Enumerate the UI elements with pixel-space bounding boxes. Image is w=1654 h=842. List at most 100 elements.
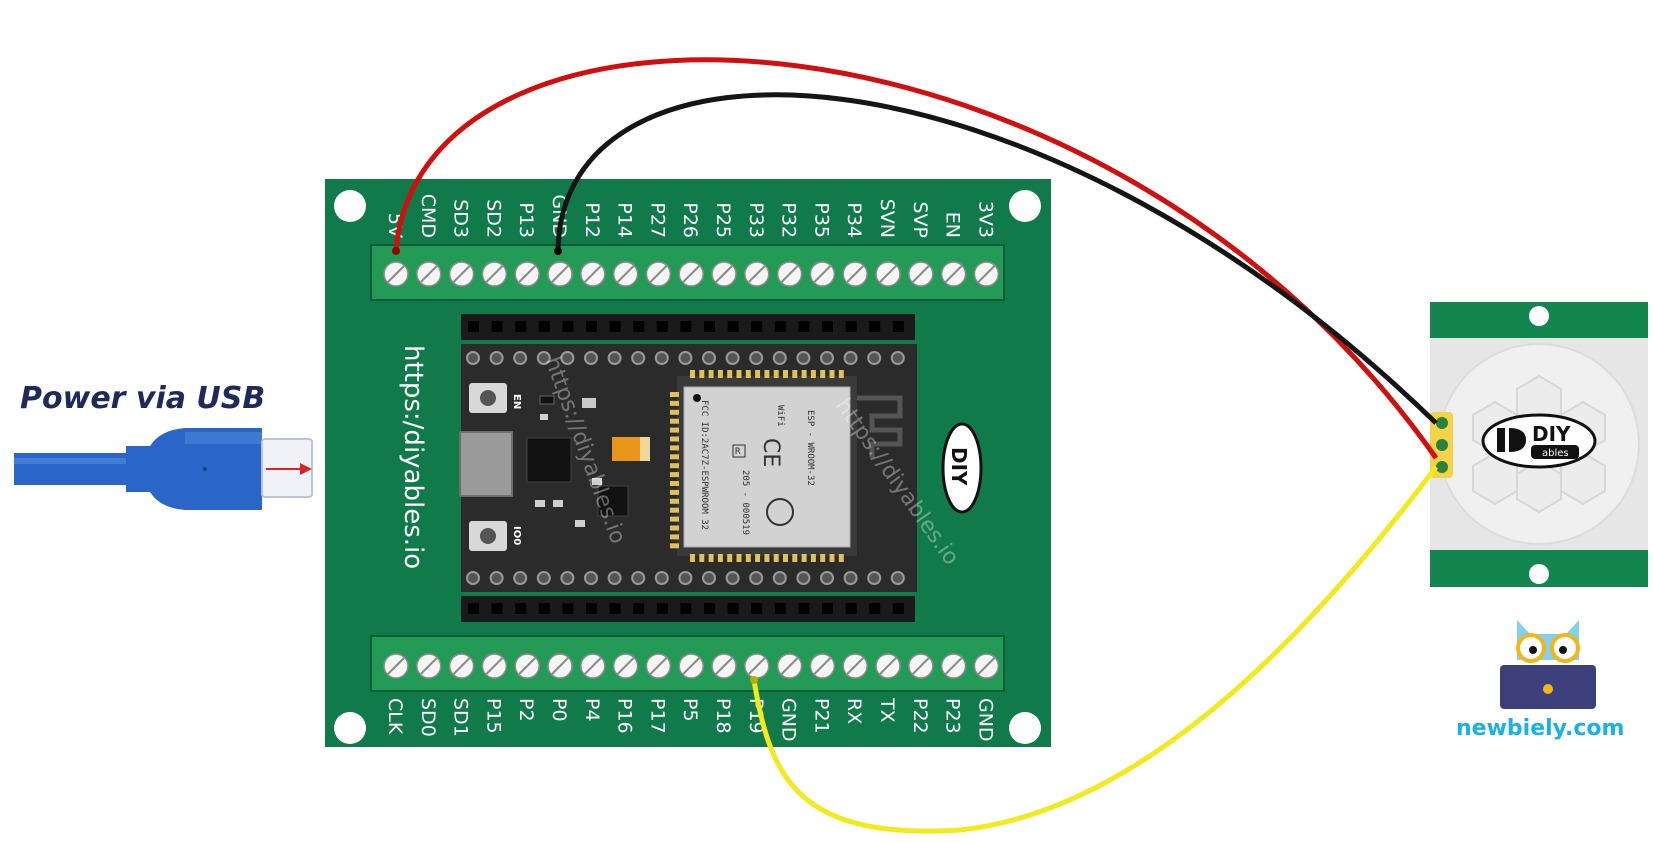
header-hole [538,603,550,614]
terminal-screw [744,261,770,287]
module-shield [683,386,851,548]
module-pin [489,571,504,585]
pin-label: SD3 [450,199,472,238]
module-r-mark: R [735,447,741,457]
header-hole [704,321,715,332]
terminal-screw [711,261,737,287]
gnd-wire [555,92,1438,425]
pcb-antenna [857,395,903,458]
module-pin [772,571,787,585]
pin-label: CLK [384,698,406,735]
module-pin [631,351,646,365]
terminal-screw [875,261,901,287]
header-hole [515,321,527,332]
header-hole [633,603,645,614]
module-code: 205 - 000519 [740,470,750,535]
module-pin [607,351,622,365]
pin-label: P21 [810,698,832,734]
pin-label: 3V3 [974,201,996,238]
module-pin [654,571,669,585]
module-pin [513,351,528,365]
module-pin [867,571,882,585]
vcc-wire [393,57,1439,460]
terminal-screw [481,261,508,287]
module-pin [678,351,693,365]
usb-cable [14,428,313,510]
header-hole [822,321,833,332]
header-hole [727,321,739,332]
header-hole [515,603,527,614]
header-hole [892,321,904,332]
header-hole [869,321,881,332]
pin-label: EN [942,212,964,238]
terminal-screw [875,653,901,679]
pin-label: P2 [515,698,537,722]
header-hole [586,603,597,614]
module-pin [843,571,858,585]
header-hole [656,321,668,332]
module-pin [584,571,598,585]
terminal-screw [448,653,475,679]
header-hole [680,321,692,332]
module-pin [513,571,528,585]
module-fcc: FCC ID:2AC7Z-ESPWROOM 32 [699,400,709,530]
module-pin [749,571,764,585]
terminal-screw [383,653,409,679]
io0-button-label: IO0 [511,526,522,545]
header-hole [751,321,763,332]
terminal-screw [448,261,475,287]
module-pin [725,351,740,365]
header-hole [892,603,904,614]
pin-label: P23 [942,698,964,734]
mount-hole [334,190,366,222]
terminal-screw [612,653,639,679]
pin-label: SD0 [417,698,439,737]
header-hole [727,603,739,614]
terminal-screw [514,653,540,679]
pin-label: P32 [778,202,800,238]
module-pin [584,351,598,365]
pin-label: P17 [646,698,668,734]
header-hole [633,321,645,332]
terminal-screw [416,653,442,679]
terminal-screw [973,653,1000,679]
header-hole [562,603,574,614]
pin-label: P34 [843,202,865,238]
terminal-screw [908,261,934,287]
terminal-screw [842,261,868,287]
header-hole [609,603,621,614]
pin-label: P16 [614,698,636,734]
module-pin [843,351,858,365]
header-hole [656,603,668,614]
terminal-screw [809,653,836,679]
pin-label: P33 [745,202,767,238]
pin-label: P12 [581,202,603,238]
pin-label: P4 [581,698,603,722]
header-hole [845,603,857,614]
diyables-board-logo: DIY [941,422,983,514]
module-pin [607,571,622,585]
signal-wire [751,465,1438,834]
svg-text:DIY: DIY [1532,422,1571,446]
header-hole [798,603,810,614]
terminal-screw [645,261,672,287]
header-hole [751,603,763,614]
header-hole [491,321,503,332]
mount-hole [334,712,366,744]
module-pin [890,571,905,585]
pir-motion-sensor: DIY ables [1430,302,1648,587]
module-pin [702,571,716,585]
pin-label: P22 [909,698,931,734]
header-hole [845,321,857,332]
en-button-label: EN [511,394,522,409]
module-pin [702,351,716,365]
module-pin [749,351,764,365]
pin-label: P5 [679,698,701,722]
espressif-logo [766,498,794,526]
voltage-regulator [597,485,629,517]
bottom-screws [383,653,1000,679]
pin-label: RX [843,698,865,724]
pin-label: P0 [548,698,570,722]
svg-text:DIY: DIY [947,447,971,486]
